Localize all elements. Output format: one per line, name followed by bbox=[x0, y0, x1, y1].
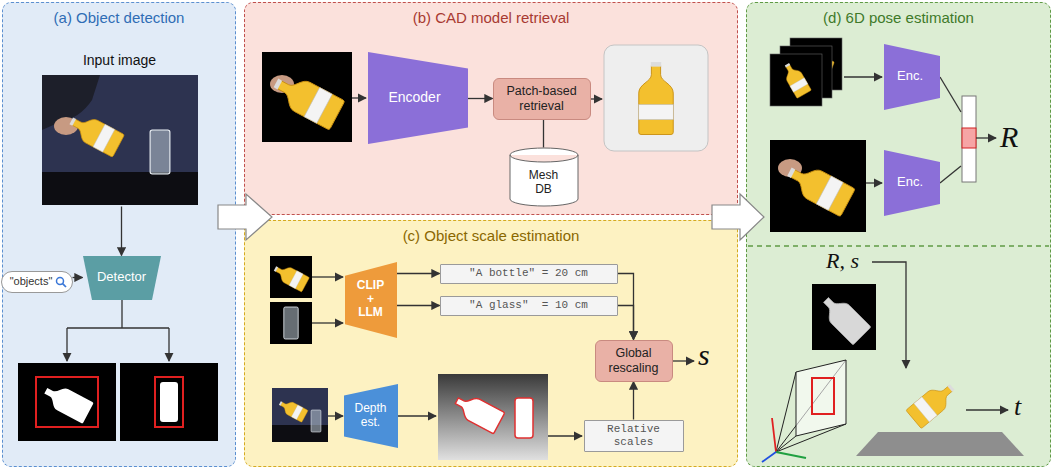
relative-scales-box: Relative scales bbox=[584, 420, 684, 452]
encoder-trapezoid: Encoder bbox=[368, 52, 468, 144]
node-text: Enc. bbox=[897, 175, 923, 190]
node-text: Encoder bbox=[388, 89, 440, 105]
node-text: Input image bbox=[83, 52, 156, 68]
node-text: Detector bbox=[97, 270, 146, 285]
node-text: CLIP + LLM bbox=[354, 279, 388, 320]
node-text: "A glass" = 10 cm bbox=[469, 299, 588, 312]
node-text: "A bottle" = 20 cm bbox=[469, 267, 588, 280]
math-symbol: R, s bbox=[826, 250, 859, 272]
flow-connector bbox=[543, 120, 544, 148]
panel-heading: (c) Object scale estimation bbox=[245, 221, 737, 244]
node-text: Depth est. bbox=[352, 402, 390, 430]
math-symbol: t bbox=[1014, 394, 1021, 420]
node-shape bbox=[884, 150, 940, 216]
flow-connector bbox=[397, 305, 440, 306]
flow-connector bbox=[633, 382, 634, 420]
node-shape bbox=[368, 52, 468, 144]
segmentation-masks bbox=[18, 363, 218, 441]
node-text: "objects" bbox=[10, 275, 53, 288]
panel-heading: (a) Object detection bbox=[3, 3, 235, 26]
input-photo bbox=[42, 75, 198, 205]
flow-connector bbox=[73, 277, 83, 278]
pose-encoder-trapezoid: Enc. bbox=[884, 44, 940, 110]
search-icon bbox=[55, 276, 67, 288]
detector-split bbox=[67, 300, 169, 361]
flow-connector bbox=[618, 306, 634, 340]
math-symbol: R bbox=[1000, 122, 1018, 152]
pose-encoder-trapezoid: Enc. bbox=[884, 150, 940, 216]
flow-connector bbox=[397, 273, 440, 274]
panel-heading: (d) 6D pose estimation bbox=[747, 3, 1050, 26]
input-image: Input image bbox=[38, 52, 202, 207]
pose-figures bbox=[748, 38, 1049, 462]
node-text: Patch-based retrieval bbox=[500, 84, 584, 113]
flow-connector bbox=[618, 274, 634, 340]
database-cylinder: Mesh DB bbox=[510, 148, 578, 206]
retrieval-figures bbox=[262, 45, 708, 151]
depth-estimator-trapezoid: Depth est. bbox=[344, 384, 398, 448]
flow-connector bbox=[121, 207, 122, 256]
clip-llm-trapezoid: CLIP + LLM bbox=[345, 262, 397, 338]
flow-connector bbox=[468, 98, 493, 99]
node-text: Mesh DB bbox=[522, 169, 566, 197]
node-text: Enc. bbox=[897, 69, 923, 84]
size-prior-box: "A bottle" = 20 cm bbox=[440, 264, 618, 284]
panel-heading: (b) CAD model retrieval bbox=[245, 3, 737, 26]
detector-trapezoid: Detector bbox=[83, 256, 161, 300]
flow-arrows bbox=[218, 194, 764, 240]
node-shape bbox=[345, 262, 397, 338]
node-text: Global rescaling bbox=[602, 346, 666, 375]
node-text: Relative scales bbox=[594, 423, 674, 448]
node-shape bbox=[344, 384, 398, 448]
size-prior-box: "A glass" = 10 cm bbox=[440, 296, 618, 316]
scale-figures bbox=[270, 256, 694, 460]
rescaling-box: Global rescaling bbox=[595, 340, 673, 382]
query-pill: "objects" bbox=[1, 271, 73, 293]
math-symbol: s bbox=[698, 340, 710, 370]
retrieval-box: Patch-based retrieval bbox=[493, 78, 591, 120]
node-shape bbox=[83, 256, 161, 300]
node-shape bbox=[510, 148, 578, 206]
node-shape bbox=[884, 44, 940, 110]
